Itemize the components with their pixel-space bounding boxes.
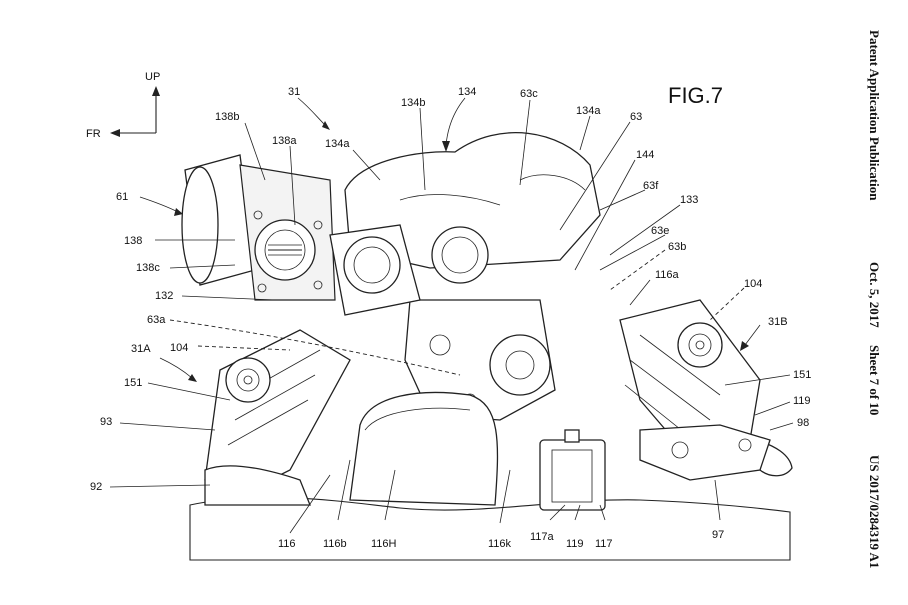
header-sheet: Sheet 7 of 10 [867,345,882,415]
header-publication: Patent Application Publication [867,30,882,201]
label-138c: 138c [136,262,160,274]
label-31: 31 [288,86,300,98]
label-98: 98 [797,417,809,429]
throttle-body-138 [181,154,336,301]
label-63a: 63a [147,314,166,326]
label-92: 92 [90,481,102,493]
label-117: 117 [595,538,613,550]
label-138a: 138a [272,135,297,147]
intake-port-center [329,224,489,316]
label-132: 132 [155,290,173,302]
label-97: 97 [712,529,724,541]
label-134: 134 [458,86,476,98]
label-116k: 116k [488,538,512,550]
cylinder-bank-31A [204,329,351,501]
label-116H: 116H [371,538,397,550]
label-117a: 117a [530,531,555,543]
label-31B: 31B [768,316,788,328]
label-63f: 63f [643,180,659,192]
label-134a-top: 134a [576,105,601,117]
label-63: 63 [630,111,642,123]
label-119-right: 119 [793,395,811,407]
engine-drawing [181,132,793,561]
reference-labels: 31 134 134b 63c 134a 134a 63 138b 138a 1… [90,86,811,550]
label-138: 138 [124,235,142,247]
leader-lines [109,97,794,534]
label-63e: 63e [651,225,669,237]
label-138b: 138b [215,111,239,123]
figure-title: FIG.7 [668,83,723,108]
direction-indicator: UP FR [86,71,160,140]
label-116: 116 [278,538,296,550]
header-number: US 2017/0284319 A1 [867,455,882,568]
label-116a: 116a [655,269,680,281]
label-104-right: 104 [744,278,762,290]
label-61: 61 [116,191,128,203]
label-133: 133 [680,194,698,206]
label-134b: 134b [401,97,425,109]
patent-header: Patent Application Publication Oct. 5, 2… [867,30,882,568]
label-151-right: 151 [793,369,811,381]
direction-front-label: FR [86,128,101,140]
header-date: Oct. 5, 2017 [867,262,882,328]
label-93: 93 [100,416,112,428]
label-134a-left: 134a [325,138,350,150]
direction-up-label: UP [145,71,160,83]
label-116b: 116b [323,538,347,550]
label-104-left: 104 [170,342,188,354]
label-144: 144 [636,149,654,161]
label-151-left: 151 [124,377,142,389]
label-31A: 31A [131,343,151,355]
label-63c: 63c [520,88,538,100]
label-119-bottom: 119 [566,538,584,550]
label-63b: 63b [668,241,686,253]
actuator-117 [539,429,606,511]
